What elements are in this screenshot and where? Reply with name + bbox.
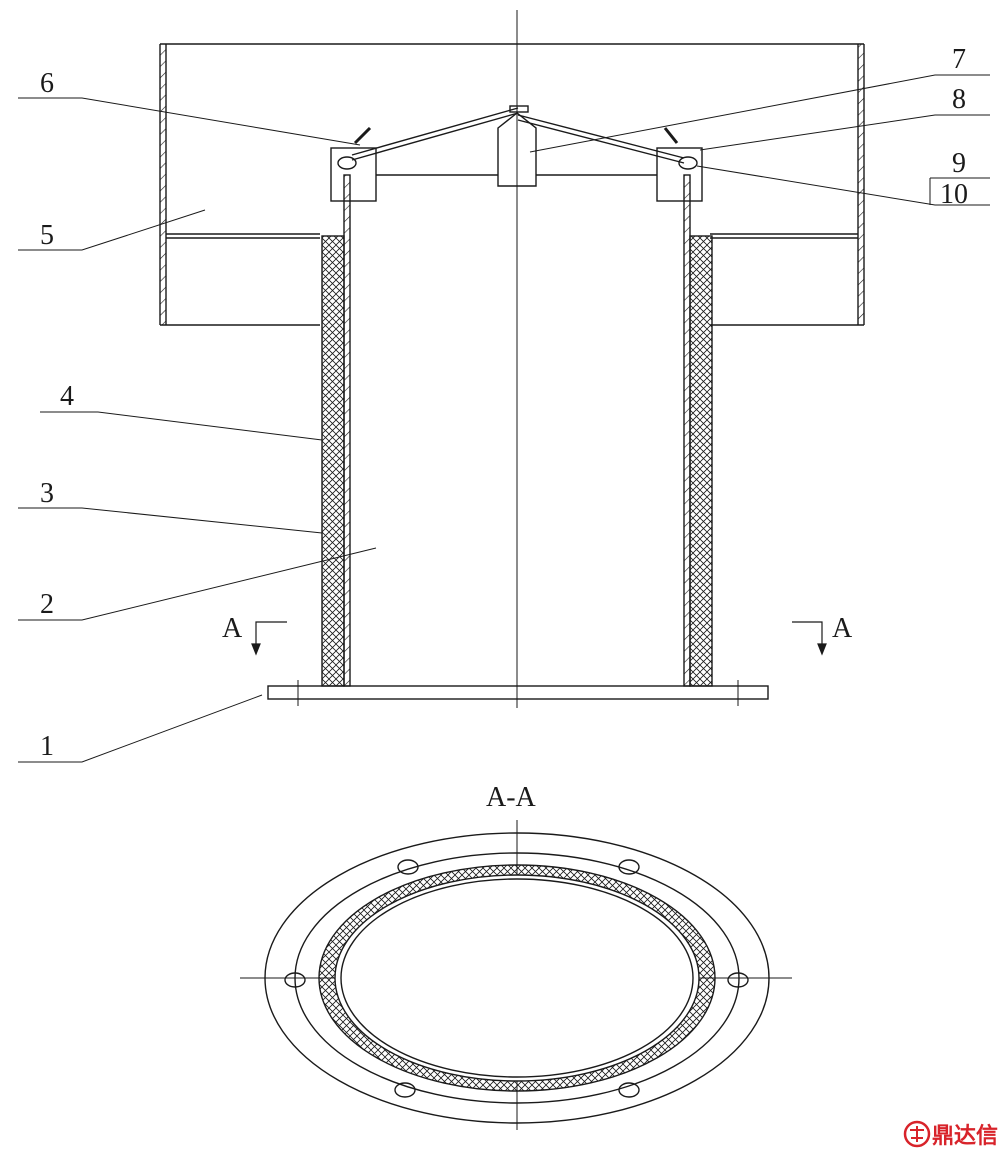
label-7: 7 (952, 44, 966, 75)
label-4: 4 (60, 381, 74, 412)
label-10: 10 (940, 179, 968, 210)
section-title: A-A (486, 782, 537, 813)
section-letter-left: A (222, 613, 243, 644)
top-housing (159, 43, 865, 326)
watermark: 鼎达信 (903, 1120, 998, 1149)
right-wall (683, 174, 713, 687)
label-9: 9 (952, 148, 966, 179)
leader-lines (18, 74, 990, 763)
section-marker-right (792, 621, 827, 656)
label-1: 1 (40, 731, 54, 762)
label-8: 8 (952, 84, 966, 115)
label-5: 5 (40, 220, 54, 251)
section-marker-left (251, 621, 287, 656)
brand-logo-icon (903, 1120, 931, 1148)
section-letter-right: A (832, 613, 853, 644)
base-flange (267, 680, 769, 706)
label-6: 6 (40, 68, 54, 99)
label-2: 2 (40, 589, 54, 620)
section-view (240, 820, 792, 1130)
watermark-text: 鼎达信 (932, 1123, 998, 1149)
label-3: 3 (40, 478, 54, 509)
left-wall (321, 174, 351, 687)
top-mechanism (330, 105, 703, 202)
